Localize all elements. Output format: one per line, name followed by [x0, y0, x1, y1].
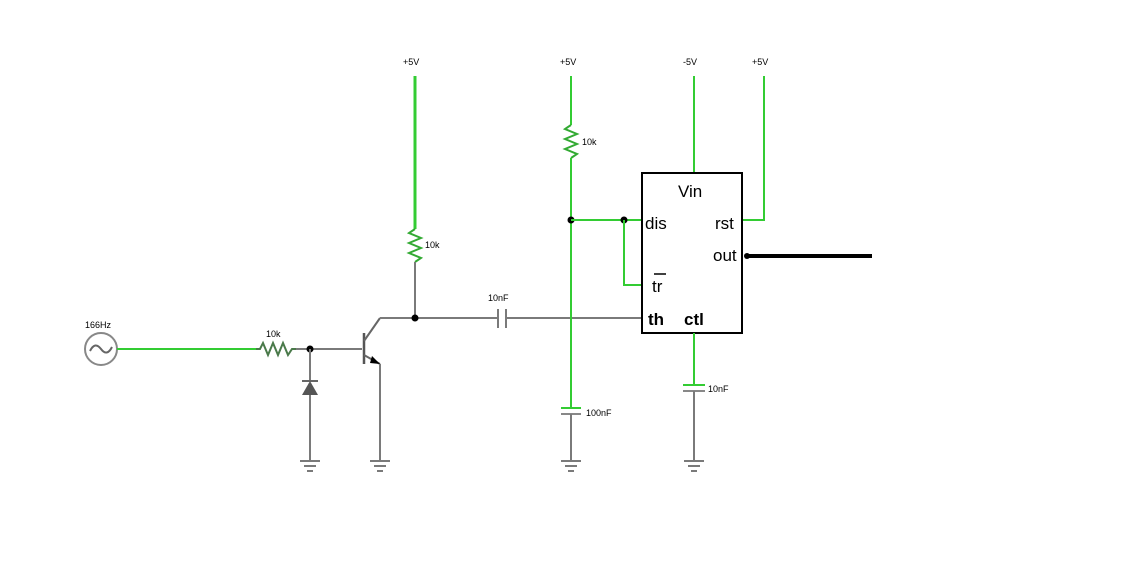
resistor-collector-value: 10k: [425, 240, 440, 250]
supply-label-3: -5V: [683, 57, 697, 67]
resistor-collector: [406, 228, 424, 263]
supply-label-4: +5V: [752, 57, 768, 67]
pin-ctl-label: ctl: [684, 310, 704, 329]
diode: [302, 380, 318, 395]
capacitor-timing: [561, 407, 581, 415]
supply-label-2: +5V: [560, 57, 576, 67]
capacitor-control-value: 10nF: [708, 384, 729, 394]
resistor-input: [256, 340, 296, 358]
pin-vin-label: Vin: [678, 182, 702, 201]
ground-control: [684, 460, 704, 472]
wire-supply-4-to-rst: [742, 76, 765, 221]
pin-dis-label: dis: [645, 214, 667, 233]
ground-emitter: [370, 460, 390, 472]
npn-transistor: [362, 317, 381, 365]
resistor-pullup-value: 10k: [582, 137, 597, 147]
ac-source: [84, 332, 118, 366]
capacitor-control: [683, 384, 705, 392]
pin-tr-label: tr: [652, 277, 663, 296]
resistor-pullup: [562, 124, 580, 159]
timer-ic: [641, 172, 743, 334]
ground-timing: [561, 460, 581, 472]
capacitor-coupling-value: 10nF: [488, 293, 509, 303]
ground-diode: [300, 460, 320, 472]
pin-rst-label: rst: [715, 214, 734, 233]
source-frequency: 166Hz: [85, 320, 112, 330]
pin-out-label: out: [713, 246, 737, 265]
junction-collector: [411, 314, 419, 322]
supply-label-1: +5V: [403, 57, 419, 67]
resistor-input-value: 10k: [266, 329, 281, 339]
wire-to-tr: [623, 220, 642, 286]
pin-th-label: th: [648, 310, 664, 329]
capacitor-coupling: [497, 309, 507, 328]
capacitor-timing-value: 100nF: [586, 408, 612, 418]
